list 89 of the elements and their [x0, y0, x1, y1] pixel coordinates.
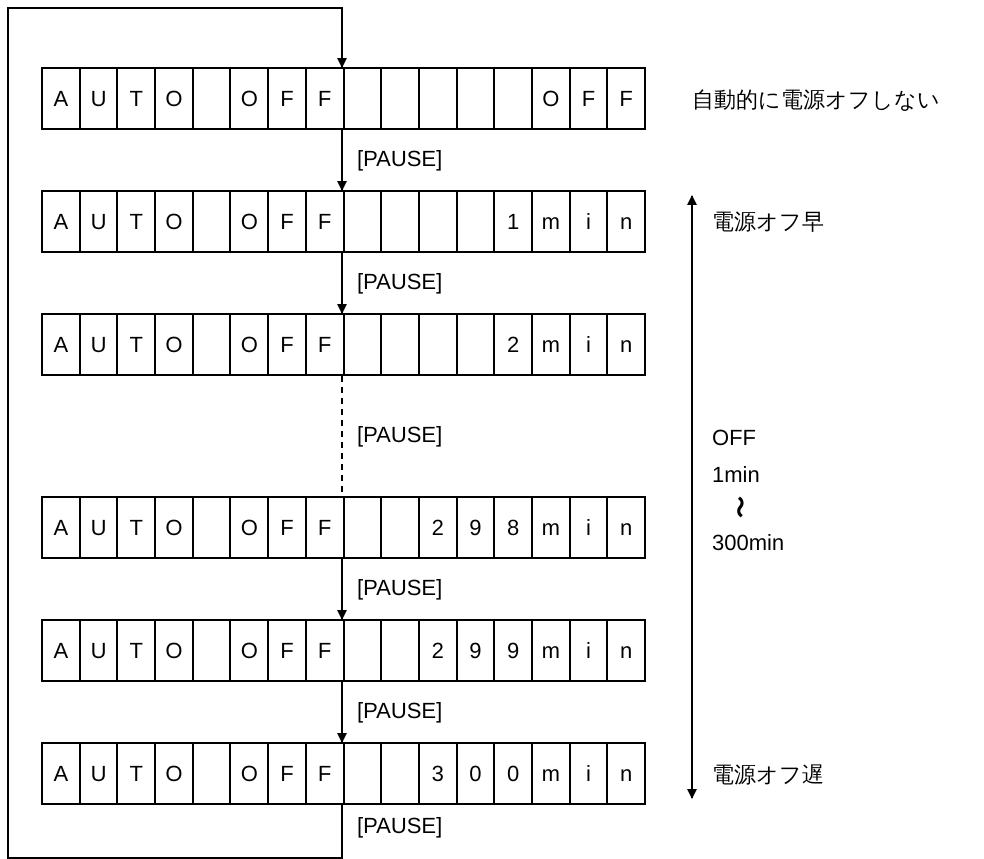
display-cell: O	[156, 744, 194, 803]
lcd-display	[41, 67, 646, 130]
display-cell: O	[231, 744, 270, 803]
arrow	[337, 130, 347, 191]
display-cell: F	[269, 744, 307, 803]
display-cell: i	[570, 192, 608, 251]
side-note: 電源オフ早	[712, 208, 824, 236]
display-cell: T	[118, 69, 156, 128]
arrow	[337, 253, 347, 314]
display-cell: F	[306, 315, 344, 374]
display-cell: F	[306, 192, 344, 251]
display-cell: i	[570, 498, 608, 557]
display-cell: m	[532, 498, 571, 557]
lcd-display	[41, 619, 646, 682]
arrow	[7, 7, 347, 859]
display-cell: 1	[495, 192, 533, 251]
display-cell: 9	[495, 621, 533, 680]
display-cell: A	[43, 69, 81, 128]
display-cell: O	[231, 192, 270, 251]
display-cell: 9	[458, 498, 496, 557]
display-cell: O	[532, 69, 571, 128]
display-cell: T	[118, 315, 156, 374]
display-cell: T	[118, 192, 156, 251]
display-cell: i	[570, 315, 608, 374]
display-cell-text: n	[619, 330, 634, 358]
display-cell: F	[269, 192, 307, 251]
display-cell: 2	[420, 621, 458, 680]
range-text: 300min	[712, 530, 784, 556]
display-cell: 2	[495, 315, 533, 374]
arrow	[337, 682, 347, 743]
display-cell: O	[231, 621, 270, 680]
display-cell: m	[532, 621, 571, 680]
display-cell: 2	[420, 498, 458, 557]
display-cell: 0	[495, 744, 533, 803]
display-cell-text: n	[619, 208, 634, 236]
display-cell: F	[306, 744, 344, 803]
display-cell: U	[80, 315, 118, 374]
display-cell: m	[532, 744, 571, 803]
display-cell: T	[118, 498, 156, 557]
display-cell: A	[43, 621, 81, 680]
display-cell: F	[306, 621, 344, 680]
display-cell: O	[156, 498, 194, 557]
display-cell: F	[269, 498, 307, 557]
display-cell: O	[156, 315, 194, 374]
display-cell: U	[80, 192, 118, 251]
display-cell: T	[118, 744, 156, 803]
lcd-display	[41, 742, 646, 805]
range-text: 1min	[712, 462, 760, 488]
display-cell-text: n	[619, 636, 634, 664]
lcd-display	[41, 190, 646, 253]
display-cell: O	[231, 498, 270, 557]
display-cell: m	[532, 315, 571, 374]
display-cell: 0	[458, 744, 496, 803]
display-cell: 9	[458, 621, 496, 680]
arrow	[337, 559, 347, 620]
display-cell: A	[43, 744, 81, 803]
display-cell: O	[156, 69, 194, 128]
display-cell: F	[306, 498, 344, 557]
display-cell: O	[231, 69, 270, 128]
display-cell: 3	[420, 744, 458, 803]
display-cell: i	[570, 744, 608, 803]
lcd-display	[41, 313, 646, 376]
lcd-display	[41, 496, 646, 559]
display-cell: U	[80, 744, 118, 803]
display-cell-text: n	[619, 514, 634, 542]
display-cell: U	[80, 621, 118, 680]
display-cell-text: n	[619, 760, 634, 788]
display-cell-text: F	[618, 84, 634, 112]
display-cell: F	[269, 315, 307, 374]
note-text: 自動的に電源オフしない	[692, 86, 940, 114]
display-cell: U	[80, 498, 118, 557]
display-cell: 8	[495, 498, 533, 557]
side-note: 電源オフ遅	[712, 761, 824, 789]
display-cell: i	[570, 621, 608, 680]
range-mark: 〜	[726, 496, 753, 518]
display-cell: A	[43, 498, 81, 557]
display-cell: O	[156, 621, 194, 680]
display-cell: F	[306, 69, 344, 128]
display-cell: F	[269, 69, 307, 128]
display-cell: O	[231, 315, 270, 374]
display-cell: m	[532, 192, 571, 251]
display-cell: A	[43, 192, 81, 251]
range-text: OFF	[712, 425, 756, 451]
display-cell: T	[118, 621, 156, 680]
display-cell: O	[156, 192, 194, 251]
display-cell: F	[570, 69, 608, 128]
display-cell: U	[80, 69, 118, 128]
display-cell: A	[43, 315, 81, 374]
display-cell: F	[269, 621, 307, 680]
